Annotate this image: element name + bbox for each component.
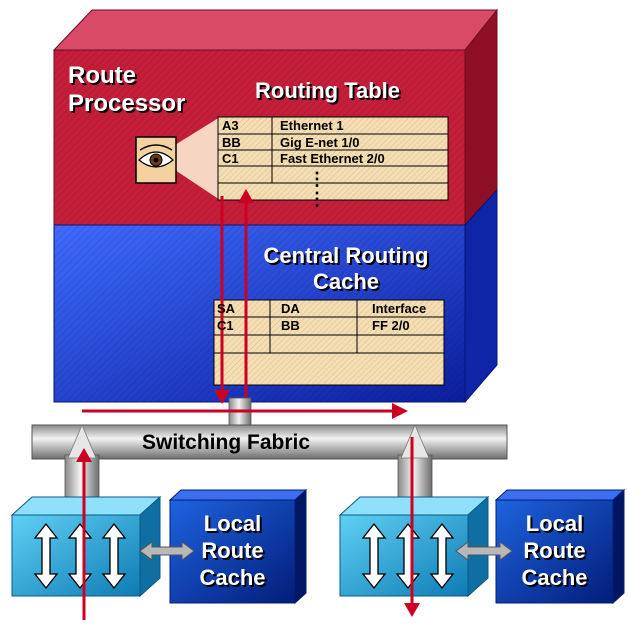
local-route-cache-line: Local (525, 511, 584, 536)
local-route-cache-line: Cache (199, 565, 266, 590)
routing-table-title: Routing Table (255, 78, 401, 103)
switching-fabric-label: Switching Fabric (142, 431, 311, 454)
cache-table-cell: FF 2/0 (372, 318, 410, 333)
up-down-arrow-icon (33, 522, 455, 590)
cache-table-header: Interface (372, 301, 427, 316)
cache-table-cell: BB (281, 318, 300, 333)
local-route-cache-line: Route (523, 538, 586, 563)
route-processor-title-line1: Route (68, 62, 136, 89)
routing-table-continuation: ⋮ (308, 169, 326, 189)
flow-arrow-icon (76, 189, 420, 620)
switching-fabric-pipe (31, 397, 508, 514)
local-route-cache-line: Local (203, 511, 262, 536)
eye-icon (135, 136, 177, 184)
local-route-cache-label-right: Local Route Cache (496, 510, 613, 591)
local-route-cache-line: Cache (521, 565, 588, 590)
local-route-cache-right (494, 488, 626, 605)
routing-table-cell: Gig E-net 1/0 (280, 135, 360, 150)
routing-table-continuation: ⋮ (308, 189, 326, 209)
cache-table-header: DA (281, 301, 300, 316)
routing-table-cell: Ethernet 1 (280, 118, 344, 133)
routing-table-cell: BB (222, 135, 241, 150)
central-cache-title-line1: Central Routing (263, 243, 429, 268)
route-processor-title: Route Processor (68, 64, 185, 116)
central-cache-title: Central Routing Cache (236, 245, 456, 293)
central-cache-title-line2: Cache (312, 269, 380, 294)
local-route-cache-label-left: Local Route Cache (170, 510, 295, 591)
central-cache-table (213, 299, 445, 386)
routing-table (175, 116, 449, 201)
route-processor-title-line2: Processor (68, 90, 186, 117)
routing-table-cell: C1 (222, 151, 239, 166)
cache-table-cell: C1 (217, 318, 234, 333)
cache-table-header: SA (217, 301, 236, 316)
routing-table-cell: A3 (222, 118, 239, 133)
local-route-cache-line: Route (201, 538, 264, 563)
routing-table-cell: Fast Ethernet 2/0 (280, 151, 385, 166)
bidirectional-arrow-icon (139, 541, 513, 561)
